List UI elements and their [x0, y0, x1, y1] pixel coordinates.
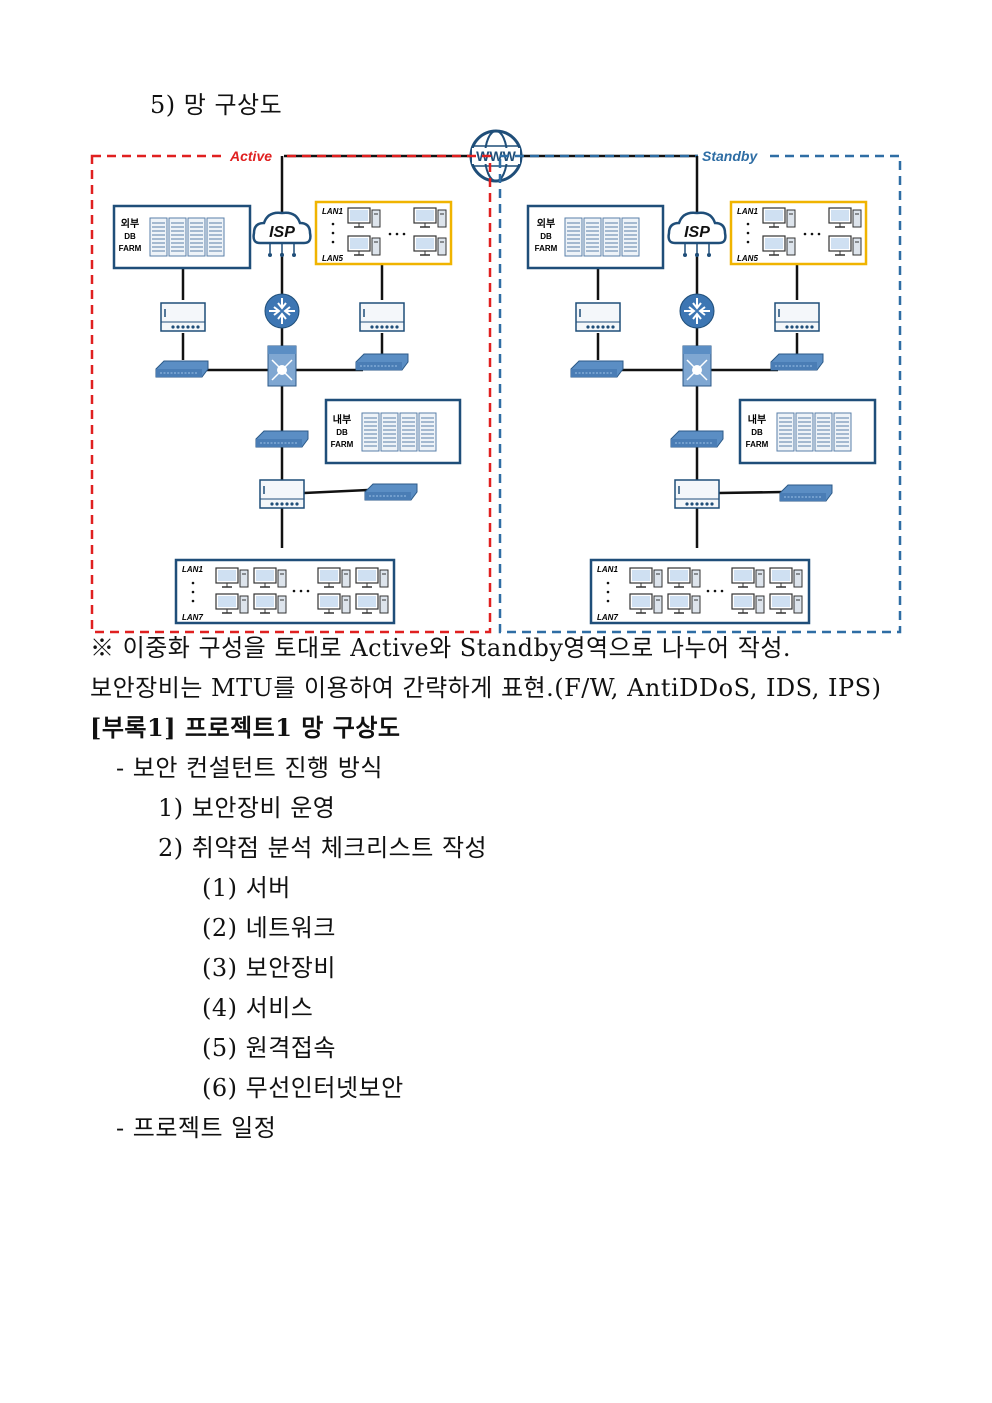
list-item: (1) 서버 — [202, 874, 291, 902]
appendix-title: [부록1] 프로젝트1 망 구상도 — [90, 713, 401, 742]
internal-db-line2: DB — [336, 428, 348, 437]
standby-region: Standby 외부 DB FARM ISP LAN1 LAN5 내부 DB — [498, 148, 902, 634]
standby-isp-label: ISP — [684, 224, 710, 241]
globe-icon: WWW — [469, 129, 523, 183]
list-item: (4) 서비스 — [202, 994, 314, 1022]
standby-external-db-line2: DB — [540, 232, 552, 241]
standby-lan-top-first: LAN1 — [737, 207, 758, 216]
standby-router-icon — [679, 293, 715, 329]
note-redundancy: ※ 이중화 구성을 토대로 Active와 Standby영역으로 나누어 작성… — [90, 634, 792, 662]
external-db-line2: DB — [124, 232, 136, 241]
list-item: (3) 보안장비 — [202, 954, 336, 982]
list-item: (5) 원격접속 — [202, 1034, 336, 1062]
standby-core-switch-icon — [682, 345, 712, 387]
internal-db-line3: FARM — [331, 440, 354, 449]
external-db-line3: FARM — [119, 244, 142, 253]
mtu-icon — [160, 302, 206, 332]
standby-external-db-line1: 외부 — [537, 218, 555, 230]
core-switch-icon — [267, 345, 297, 387]
www-label: WWW — [476, 148, 516, 164]
standby-lan-bottom-first: LAN1 — [597, 565, 618, 574]
standby-internal-db-line1: 내부 — [748, 413, 766, 426]
active-label: Active — [229, 148, 272, 164]
standby-external-db-line3: FARM — [535, 244, 558, 253]
list-item: (6) 무선인터넷보안 — [202, 1074, 404, 1102]
isp-label: ISP — [269, 224, 295, 241]
network-diagram: WWW Active 외부 DB FARM ISP LAN1 LAN5 — [90, 129, 902, 634]
list-item: (2) 네트워크 — [202, 914, 336, 942]
standby-label: Standby — [702, 148, 758, 164]
lan-top-last: LAN5 — [322, 254, 343, 263]
list-item: - 프로젝트 일정 — [116, 1114, 277, 1142]
list-item: 1) 보안장비 운영 — [158, 794, 336, 822]
note-security-devices: 보안장비는 MTU를 이용하여 간략하게 표현.(F/W, AntiDDoS, … — [90, 674, 882, 702]
internal-db-line1: 내부 — [333, 413, 351, 426]
external-db-line1: 외부 — [121, 218, 139, 230]
standby-lan-bottom-last: LAN7 — [597, 613, 618, 622]
active-region: Active 외부 DB FARM ISP LAN1 LAN5 — [90, 148, 492, 634]
list-item: - 보안 컨설턴트 진행 방식 — [116, 754, 383, 782]
router-icon — [264, 293, 300, 329]
list-item: 2) 취약점 분석 체크리스트 작성 — [158, 834, 488, 862]
standby-internal-db-line2: DB — [751, 428, 763, 437]
lan-bottom-last: LAN7 — [182, 613, 203, 622]
section-heading: 5) 망 구상도 — [150, 91, 283, 119]
standby-lan-top-last: LAN5 — [737, 254, 758, 263]
lan-bottom-first: LAN1 — [182, 565, 203, 574]
lan-top-first: LAN1 — [322, 207, 343, 216]
standby-internal-db-line3: FARM — [746, 440, 769, 449]
